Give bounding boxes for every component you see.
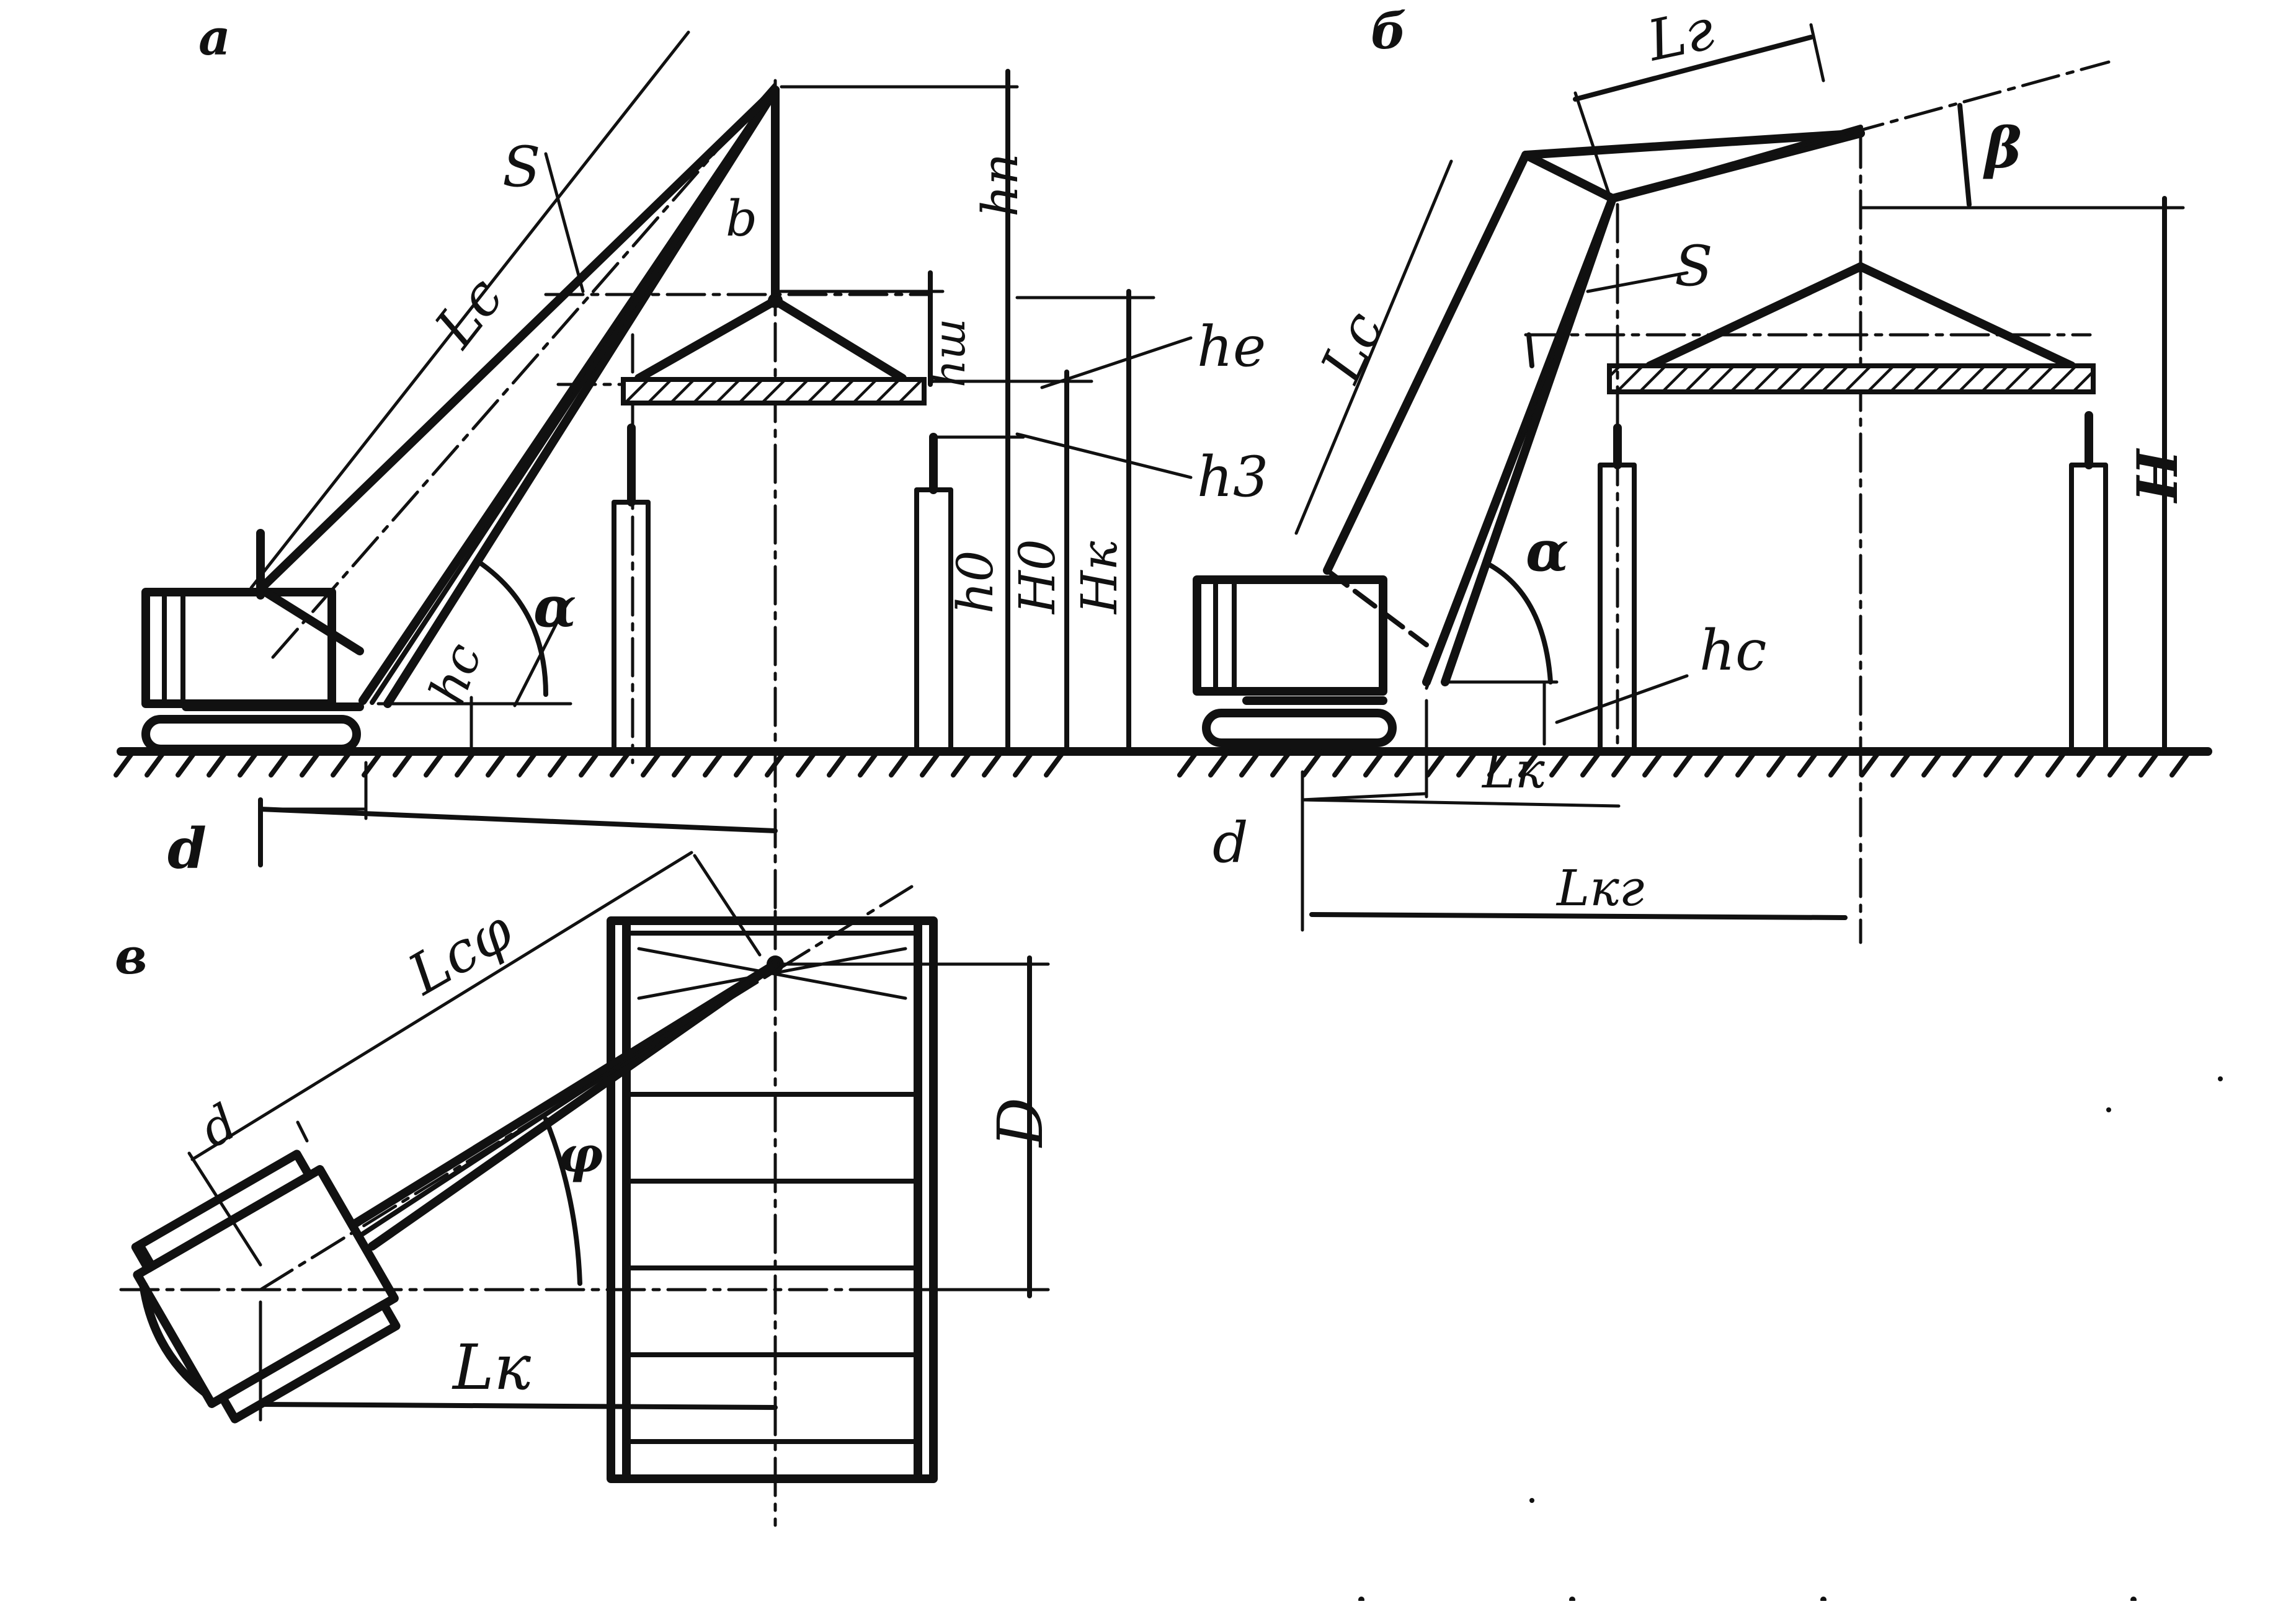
label-hz-a: h3 <box>1197 445 1268 510</box>
hook-and-truss-b <box>1524 128 2096 944</box>
ground-line-a <box>113 747 1186 778</box>
label-alpha-a: α <box>533 574 576 640</box>
panel-b: б <box>1177 0 2212 944</box>
crane-body-b <box>1193 568 1429 747</box>
label-he-a: he <box>1197 314 1266 379</box>
panel-a: а <box>113 8 1268 950</box>
label-H0-a: H0 <box>1008 539 1066 615</box>
hook-and-truss-a <box>621 86 927 405</box>
label-s-a: S <box>502 135 541 200</box>
boom-a <box>256 86 780 708</box>
label-lk-v: Lк <box>452 1331 531 1404</box>
building-plan-v <box>607 910 938 1527</box>
panel-b-letter: б <box>1371 2 1407 60</box>
label-beta-b: β <box>1983 115 2022 181</box>
label-lc-b: Lc <box>1308 302 1397 392</box>
label-alpha-b: α <box>1526 518 1568 584</box>
panel-v: в <box>115 851 1057 1527</box>
label-lcphi-v: Lcφ <box>397 897 523 1008</box>
crane-body-a <box>141 529 364 753</box>
labels-b: Lг β Lc S H α hc d Lк Lкг <box>1213 0 2191 917</box>
labels-a: Lc S b hп hш he h3 h0 H0 Hк hc α d <box>167 135 1268 882</box>
label-s-b: S <box>1675 234 1713 299</box>
label-lkg-b: Lкг <box>1555 859 1644 917</box>
dimensions-b <box>1294 23 2185 932</box>
label-phi-v: φ <box>558 1125 603 1184</box>
boom-b <box>1323 60 2111 690</box>
label-b-a: b <box>726 190 757 247</box>
label-H-b: H <box>2125 448 2191 504</box>
label-d-v: d <box>190 1093 247 1159</box>
label-d-a: d <box>167 816 207 882</box>
columns-a <box>612 423 1025 753</box>
panel-v-letter: в <box>115 927 148 985</box>
label-hc-a: hc <box>418 636 492 711</box>
label-hp-a: hп <box>971 153 1029 217</box>
label-hsh-a: hш <box>924 319 975 388</box>
ground-line-b <box>1177 747 2212 778</box>
label-Hk-a: Hк <box>1070 541 1128 615</box>
label-lg-b: Lг <box>1641 0 1720 74</box>
columns-b <box>1598 203 2108 753</box>
label-d-b: d <box>1213 810 1248 875</box>
label-lk-b: Lк <box>1481 742 1545 799</box>
dimensions-v <box>187 851 1050 1422</box>
scan-specks <box>1358 1076 2223 1603</box>
dimensions-a <box>249 30 1193 867</box>
centerlines-a <box>271 79 932 950</box>
label-D-v: D <box>984 1097 1057 1148</box>
label-h0-a: h0 <box>946 551 1004 614</box>
label-hc-b: hc <box>1699 618 1766 683</box>
panel-a-letter: а <box>198 8 231 66</box>
label-lc-a: Lc <box>422 265 516 360</box>
